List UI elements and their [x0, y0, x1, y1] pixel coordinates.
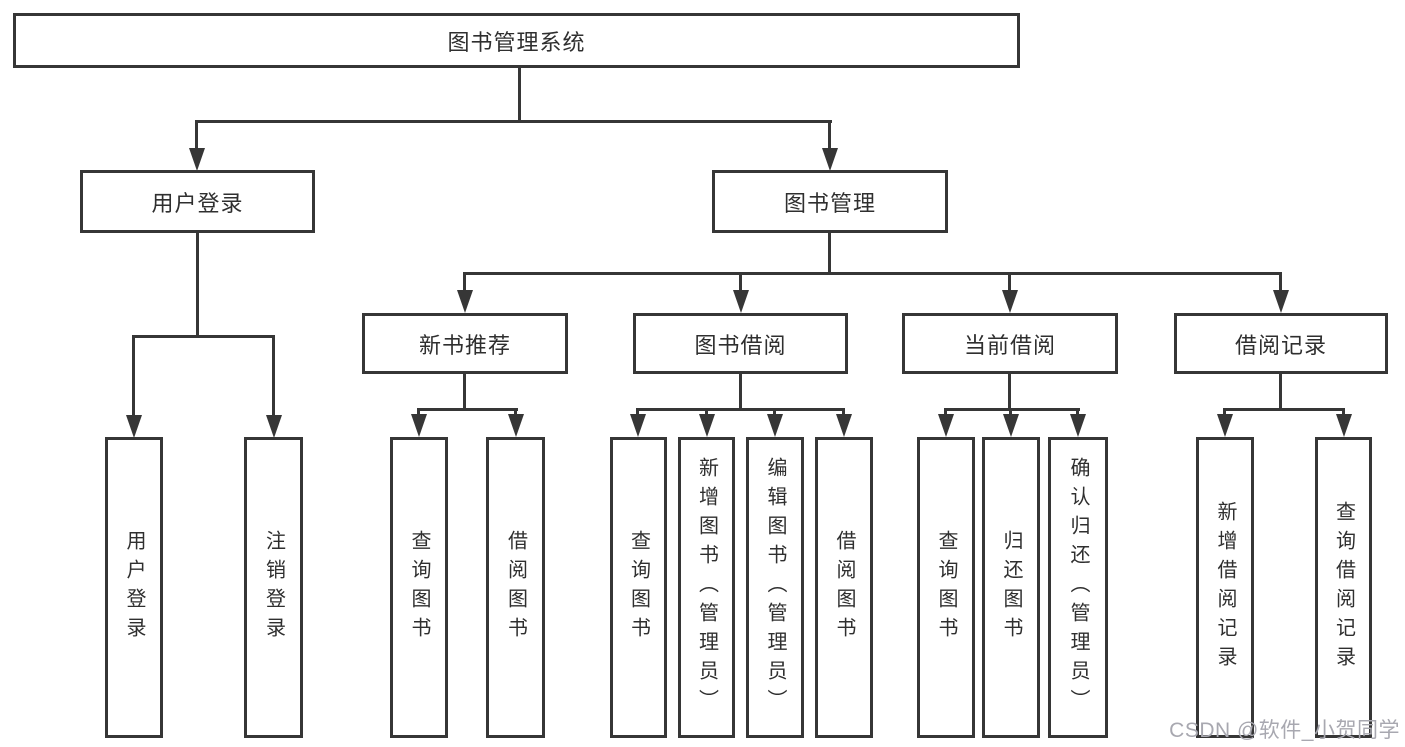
node-book-management: 图书管理 [712, 170, 948, 233]
leaf-confirm-return-admin: 确认归还（管理员） [1048, 437, 1108, 738]
arrowhead-down-icon [126, 415, 142, 438]
connector-line [1223, 408, 1226, 416]
connector-line [842, 408, 845, 416]
connector-line [739, 272, 742, 291]
connector-line [1009, 408, 1012, 416]
leaf-label: 确认归还（管理员） [1067, 457, 1089, 718]
arrowhead-down-icon [699, 414, 715, 437]
arrowhead-down-icon [733, 290, 749, 313]
connector-line [944, 408, 947, 416]
leaf-borrow-books-borrowing: 借阅图书 [815, 437, 873, 738]
leaf-label: 查询图书 [935, 529, 957, 646]
connector-line [773, 408, 776, 416]
connector-line [463, 374, 466, 408]
leaf-query-books-recommend: 查询图书 [390, 437, 448, 738]
connector-line [417, 408, 420, 416]
arrowhead-down-icon [822, 148, 838, 171]
connector-line [1223, 408, 1345, 411]
leaf-user-login: 用户登录 [105, 437, 163, 738]
connector-line [636, 408, 639, 416]
arrowhead-down-icon [1070, 414, 1086, 437]
node-new-book-recommendation: 新书推荐 [362, 313, 568, 374]
connector-line [1008, 374, 1011, 408]
connector-line [463, 272, 1282, 275]
leaf-label: 查询借阅记录 [1332, 500, 1355, 675]
connector-line [1342, 408, 1345, 416]
leaf-label: 查询图书 [408, 529, 430, 646]
arrowhead-down-icon [1336, 414, 1352, 437]
arrowhead-down-icon [767, 414, 783, 437]
leaf-query-books-current: 查询图书 [917, 437, 975, 738]
leaf-label: 注销登录 [262, 529, 285, 646]
leaf-label: 借阅图书 [833, 529, 855, 646]
leaf-borrow-books-recommend: 借阅图书 [486, 437, 545, 738]
connector-line [828, 120, 831, 150]
connector-line [1008, 272, 1011, 291]
leaf-edit-books-admin: 编辑图书（管理员） [746, 437, 804, 738]
connector-line [944, 408, 1080, 411]
connector-line [1076, 408, 1079, 416]
leaf-label: 编辑图书（管理员） [764, 457, 786, 718]
leaf-label: 查询图书 [627, 529, 650, 646]
connector-line [828, 233, 831, 275]
node-user-login: 用户登录 [80, 170, 315, 233]
arrowhead-down-icon [457, 290, 473, 313]
connector-line [195, 120, 832, 123]
connector-line [463, 272, 466, 291]
watermark: CSDN @软件_小贺同学 [1169, 719, 1400, 742]
leaf-label: 新增图书（管理员） [695, 457, 718, 718]
arrowhead-down-icon [1273, 290, 1289, 313]
connector-line [518, 68, 521, 120]
connector-line [1279, 272, 1282, 291]
connector-line [272, 335, 275, 415]
arrowhead-down-icon [1002, 290, 1018, 313]
connector-line [739, 374, 742, 408]
arrowhead-down-icon [189, 148, 205, 171]
leaf-query-books-borrowing: 查询图书 [610, 437, 667, 738]
connector-line [636, 408, 845, 411]
arrowhead-down-icon [266, 415, 282, 438]
leaf-add-borrow-record: 新增借阅记录 [1196, 437, 1254, 738]
connector-line [514, 408, 517, 416]
node-library-management-system: 图书管理系统 [13, 13, 1020, 68]
connector-line [417, 408, 518, 411]
node-current-borrowing: 当前借阅 [902, 313, 1118, 374]
arrowhead-down-icon [508, 414, 524, 437]
node-borrowing-records: 借阅记录 [1174, 313, 1388, 374]
connector-line [196, 233, 199, 336]
leaf-query-borrow-record: 查询借阅记录 [1315, 437, 1372, 738]
arrowhead-down-icon [836, 414, 852, 437]
leaf-add-books-admin: 新增图书（管理员） [678, 437, 735, 738]
connector-line [1279, 374, 1282, 408]
leaf-logout: 注销登录 [244, 437, 303, 738]
node-book-borrowing: 图书借阅 [633, 313, 848, 374]
leaf-return-books: 归还图书 [982, 437, 1040, 738]
leaf-label: 归还图书 [1000, 529, 1022, 646]
leaf-label: 用户登录 [123, 529, 145, 646]
connector-line [132, 335, 275, 338]
leaf-label: 借阅图书 [504, 529, 527, 646]
arrowhead-down-icon [938, 414, 954, 437]
arrowhead-down-icon [1217, 414, 1233, 437]
connector-line [705, 408, 708, 416]
arrowhead-down-icon [1003, 414, 1019, 437]
arrowhead-down-icon [630, 414, 646, 437]
arrowhead-down-icon [411, 414, 427, 437]
connector-line [132, 335, 135, 415]
leaf-label: 新增借阅记录 [1214, 500, 1236, 675]
connector-line [195, 120, 198, 150]
